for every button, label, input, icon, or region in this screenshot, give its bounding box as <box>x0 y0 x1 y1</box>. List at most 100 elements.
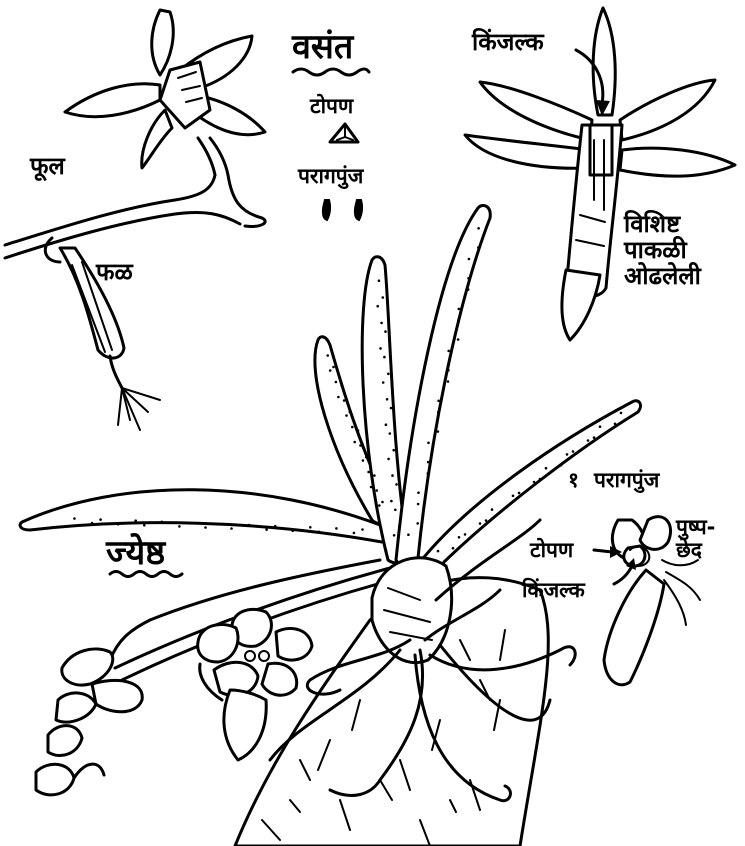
leaf-dot <box>134 519 137 522</box>
leaf-dot <box>380 322 383 325</box>
leaf-dot <box>291 529 294 532</box>
leaf-dot <box>447 350 450 353</box>
pollinia-pair-icon <box>323 200 362 220</box>
leaf-dot <box>457 338 460 341</box>
leaf-dot <box>539 478 542 481</box>
leaf-dot <box>117 523 120 526</box>
leaf-dot <box>572 450 575 453</box>
leaf-dot <box>382 296 385 299</box>
leaf-dot <box>566 453 569 456</box>
leaf-dot <box>491 508 494 511</box>
leaf-dot <box>332 366 335 369</box>
anther-cap-label-top: टोपण <box>310 96 353 117</box>
leaf-dot <box>393 534 396 537</box>
leaf-dot <box>345 414 348 417</box>
leaf-dot <box>161 521 164 524</box>
leaf-dot <box>378 279 381 282</box>
leaf-dot <box>417 491 420 494</box>
leaf-dot <box>349 411 352 414</box>
leaf-dot <box>365 456 368 459</box>
small-flowers-drawing <box>36 649 142 795</box>
leaf-dot <box>390 407 393 410</box>
flower-label: फूल <box>30 154 65 178</box>
leaf-dot <box>383 356 386 359</box>
leaf-dot <box>340 384 343 387</box>
leaf-dot <box>99 518 102 521</box>
leaf-dot <box>587 439 590 442</box>
leaf-dot <box>248 524 251 527</box>
leaf-dot <box>373 474 376 477</box>
leaf-dot <box>385 423 388 426</box>
leaf-dot <box>230 527 233 530</box>
leaf-dot <box>407 533 410 536</box>
leaf-dot <box>370 486 373 489</box>
flower-drawing <box>65 10 265 168</box>
leaf-dot <box>318 531 321 534</box>
leaf-dot <box>335 527 338 530</box>
leaf-dot <box>599 425 602 428</box>
leaf-dot <box>394 509 397 512</box>
leaf-dot <box>614 423 617 426</box>
leaf-dot <box>416 522 419 525</box>
leaf-dot <box>91 522 94 525</box>
special-petal-label: विशिष्ट पाकळी ओढलेली <box>624 212 701 290</box>
leaf-dot <box>178 525 181 528</box>
stigma-label-top: किंजल्क <box>472 30 544 54</box>
leaf-dot <box>353 441 356 444</box>
anther-cap-icon <box>330 124 358 142</box>
leaf-dot <box>395 483 398 486</box>
leaf-dot <box>512 495 515 498</box>
season-summer-title: ज्येष्ठ <box>106 536 165 570</box>
leaf-dot <box>467 288 470 291</box>
leaf-dot <box>361 528 364 531</box>
leaf-dot <box>452 547 455 550</box>
leaf-dot <box>458 308 461 311</box>
leaf-dot <box>391 474 394 477</box>
leaf-dot <box>437 430 440 433</box>
leaf-dot <box>376 305 379 308</box>
leaf-dot <box>427 461 430 464</box>
pollinia-marker: १ <box>568 470 579 491</box>
leaf-dot <box>479 522 482 525</box>
leaf-dot <box>187 522 190 525</box>
stigma-label-bottom: किंजल्क <box>522 580 585 601</box>
leaf-dot <box>437 400 440 403</box>
title-underline-top <box>293 69 369 75</box>
leaf-dot <box>468 258 471 261</box>
special-petal-line-2: पाकळी <box>624 238 701 264</box>
season-spring-title: वसंत <box>292 30 353 64</box>
leaf-dot <box>222 523 225 526</box>
leaf-dot <box>392 449 395 452</box>
flower-section-label: पुष्प- छेद <box>676 516 715 561</box>
leaf-dot <box>353 532 356 535</box>
anther-cap-label-bottom: टोपण <box>530 540 573 561</box>
leaf-dot <box>343 399 346 402</box>
leaf-dot <box>386 398 389 401</box>
leaf-dot <box>467 277 470 280</box>
leaf-dot <box>379 347 382 350</box>
leaf-dot <box>362 459 365 462</box>
leaf-dot <box>376 489 379 492</box>
leaf-dot <box>506 505 509 508</box>
leaf-dot <box>398 525 401 528</box>
leaf-dot <box>351 426 354 429</box>
leaf-dot <box>387 373 390 376</box>
leaf-dot <box>359 444 362 447</box>
leaf-dot <box>326 354 329 357</box>
leaf-dot <box>274 525 277 528</box>
leaf-dot <box>265 528 268 531</box>
leaf-dot <box>560 464 563 467</box>
leaf-dot <box>335 381 338 384</box>
leaf-dot <box>143 524 146 527</box>
leaf-dot <box>387 458 390 461</box>
leaf-dot <box>357 429 360 432</box>
leaf-dot <box>378 504 381 507</box>
leaf-dot <box>204 526 207 529</box>
leaf-dot <box>389 432 392 435</box>
leaf-dot <box>417 503 420 506</box>
leaf-dot <box>384 330 387 333</box>
leaf-dot <box>533 481 536 484</box>
leaf-dot <box>309 526 312 529</box>
leaf-dot <box>477 227 480 230</box>
